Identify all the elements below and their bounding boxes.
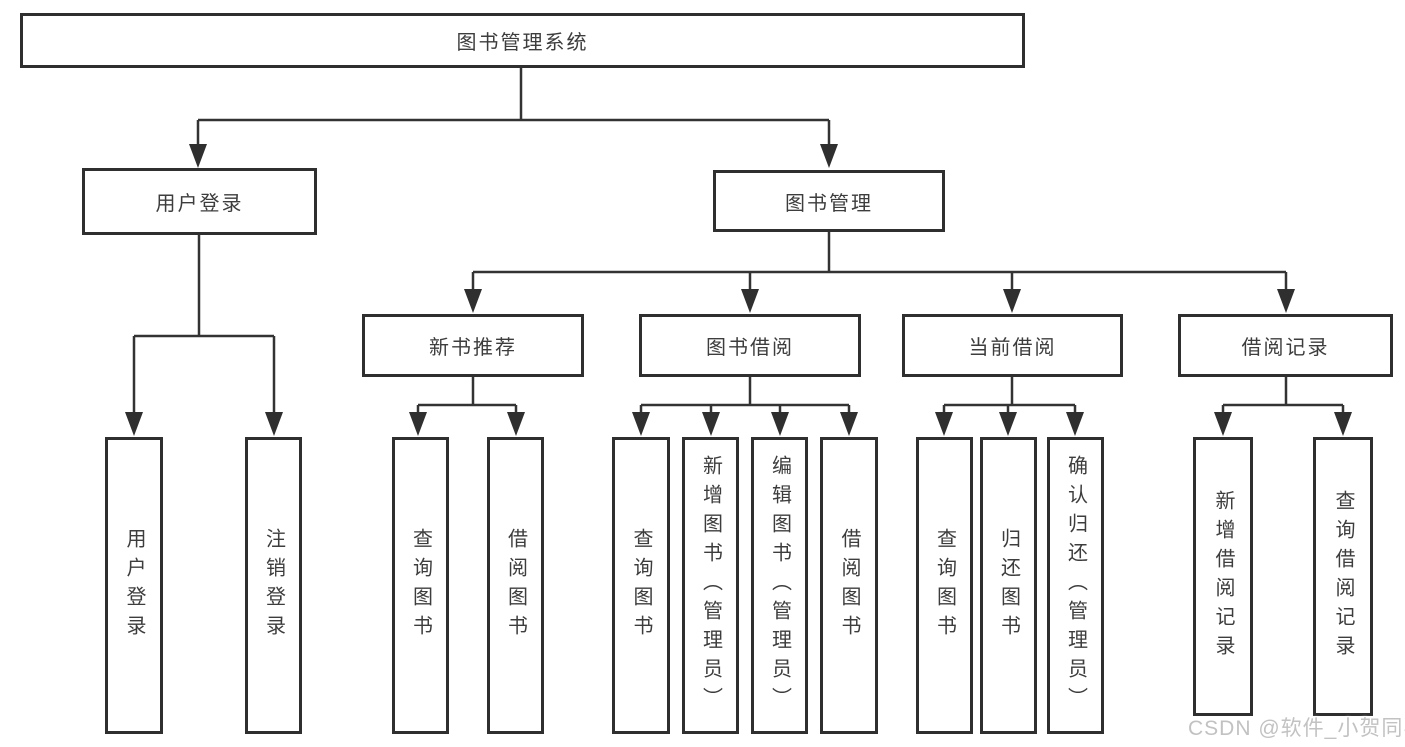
node-label: 借阅图书: [838, 527, 860, 644]
watermark-text: CSDN @软件_小贺同学: [1188, 717, 1405, 740]
node-book-borrowing: 图书借阅: [639, 314, 861, 377]
leaf-query-books-current: 查询图书: [916, 437, 973, 734]
node-label: 借阅记录: [1241, 337, 1330, 359]
leaf-add-borrow-record: 新增借阅记录: [1193, 437, 1253, 716]
node-label: 注销登录: [262, 527, 285, 644]
node-label: 图书借阅: [706, 337, 794, 359]
node-label: 查询图书: [630, 527, 652, 644]
leaf-user-login: 用户登录: [105, 437, 163, 734]
node-label: 当前借阅: [968, 337, 1057, 359]
leaf-borrow-books-recommend: 借阅图书: [487, 437, 544, 734]
node-new-book-recommend: 新书推荐: [362, 314, 584, 377]
leaf-logout: 注销登录: [245, 437, 302, 734]
node-label: 编辑图书（管理员）: [768, 455, 791, 716]
node-book-management: 图书管理: [713, 170, 945, 232]
node-label: 归还图书: [997, 527, 1020, 644]
leaf-return-books: 归还图书: [980, 437, 1037, 734]
node-library-management-system: 图书管理系统: [20, 13, 1025, 68]
node-label: 图书管理: [785, 192, 873, 215]
leaf-borrow-books-borrowing: 借阅图书: [820, 437, 878, 734]
node-label: 新书推荐: [429, 337, 517, 359]
node-label: 借阅图书: [504, 527, 527, 644]
leaf-query-books-borrowing: 查询图书: [612, 437, 670, 734]
node-borrowing-records: 借阅记录: [1178, 314, 1393, 377]
node-label: 用户登录: [123, 527, 145, 644]
leaf-confirm-return-admin: 确认归还（管理员）: [1047, 437, 1104, 734]
node-current-borrowing: 当前借阅: [902, 314, 1123, 377]
node-user-login: 用户登录: [82, 168, 317, 235]
node-label: 新增借阅记录: [1212, 489, 1234, 664]
node-label: 查询借阅记录: [1332, 489, 1354, 664]
leaf-query-borrow-record: 查询借阅记录: [1313, 437, 1373, 716]
node-label: 图书管理系统: [456, 32, 589, 54]
leaf-edit-book-admin: 编辑图书（管理员）: [751, 437, 808, 734]
leaf-add-book-admin: 新增图书（管理员）: [682, 437, 739, 734]
node-label: 新增图书（管理员）: [699, 455, 722, 716]
node-label: 查询图书: [409, 527, 432, 644]
node-label: 用户登录: [155, 193, 244, 215]
leaf-query-books-recommend: 查询图书: [392, 437, 449, 734]
node-label: 查询图书: [933, 527, 956, 644]
node-label: 确认归还（管理员）: [1064, 455, 1087, 716]
